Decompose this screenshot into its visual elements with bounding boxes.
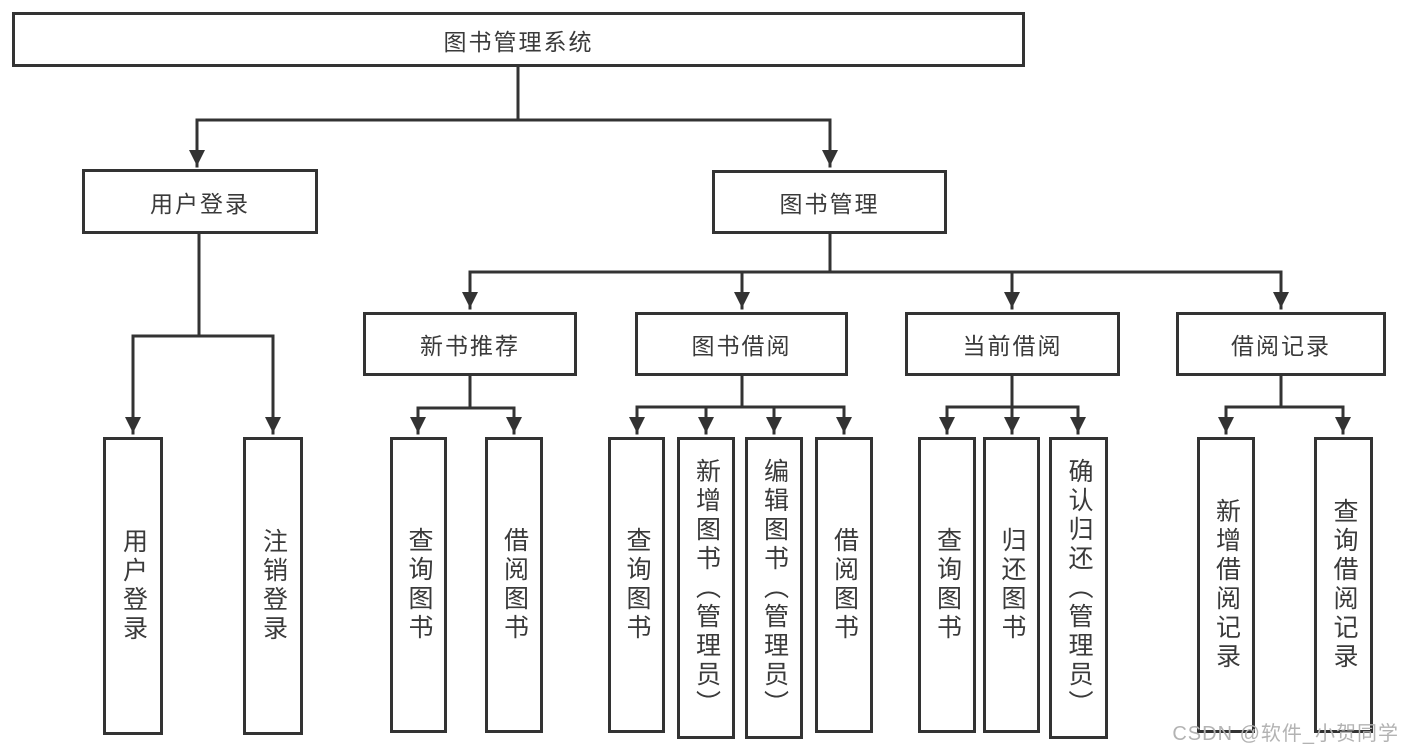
leaf-logout: 注销登录: [243, 437, 303, 735]
node-label: 查询借阅记录: [1330, 498, 1358, 672]
node-borrow-records: 借阅记录: [1176, 312, 1386, 376]
node-label: 图书借阅: [691, 333, 792, 359]
node-library-system: 图书管理系统: [12, 12, 1025, 67]
leaf-bb-add-books-admin: 新增图书（管理员）: [677, 437, 735, 739]
node-label: 确认归还（管理员）: [1065, 457, 1093, 719]
leaf-bb-borrow-books: 借阅图书: [815, 437, 873, 733]
leaf-user-login: 用户登录: [103, 437, 163, 735]
node-user-login: 用户登录: [82, 169, 318, 234]
node-label: 借阅记录: [1231, 333, 1331, 359]
node-label: 归还图书: [998, 527, 1026, 643]
leaf-bb-query-books: 查询图书: [608, 437, 665, 733]
node-label: 注销登录: [259, 528, 288, 644]
leaf-cb-return-books: 归还图书: [983, 437, 1040, 733]
leaf-bb-edit-books-admin: 编辑图书（管理员）: [745, 437, 803, 739]
node-label: 新增图书（管理员）: [692, 457, 721, 719]
node-label: 新增借阅记录: [1212, 498, 1241, 672]
node-label: 查询图书: [623, 527, 651, 643]
node-label: 查询图书: [933, 527, 962, 643]
csdn-watermark: CSDN @软件_小贺同学: [1172, 723, 1399, 745]
node-label: 图书管理: [779, 191, 880, 217]
leaf-br-add-record: 新增借阅记录: [1197, 437, 1255, 733]
node-new-book-recommend: 新书推荐: [363, 312, 577, 376]
node-label: 图书管理系统: [443, 28, 594, 55]
node-label: 编辑图书（管理员）: [760, 457, 789, 719]
leaf-br-query-record: 查询借阅记录: [1314, 437, 1373, 733]
node-book-management: 图书管理: [712, 170, 947, 234]
node-label: 借阅图书: [830, 527, 859, 643]
leaf-cb-query-books: 查询图书: [918, 437, 976, 733]
node-current-borrow: 当前借阅: [905, 312, 1120, 376]
node-label: 新书推荐: [420, 333, 520, 359]
node-label: 当前借阅: [962, 333, 1063, 359]
node-label: 查询图书: [405, 527, 433, 643]
leaf-cb-confirm-return-admin: 确认归还（管理员）: [1049, 437, 1108, 739]
node-label: 用户登录: [119, 528, 148, 644]
node-label: 借阅图书: [500, 527, 529, 643]
leaf-nb-query-books: 查询图书: [390, 437, 447, 733]
leaf-nb-borrow-books: 借阅图书: [485, 437, 543, 733]
node-label: 用户登录: [150, 190, 250, 217]
node-book-borrow: 图书借阅: [635, 312, 848, 376]
connectors: [125, 65, 1351, 435]
